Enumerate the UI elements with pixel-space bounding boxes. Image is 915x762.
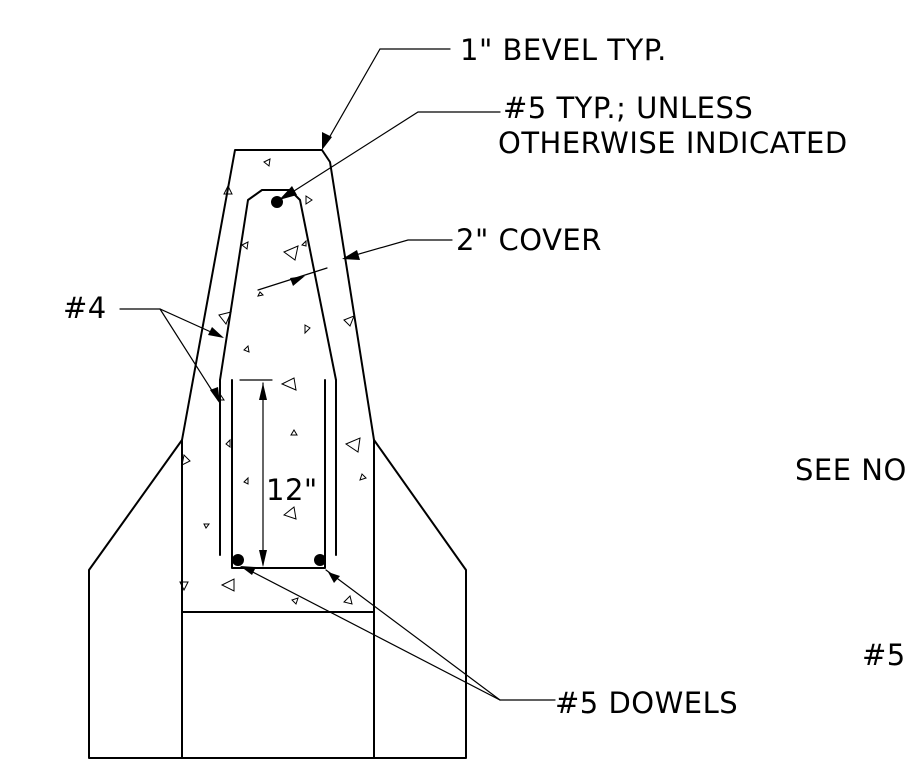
cover-dim-arrow — [290, 276, 305, 286]
leader-dowels — [242, 566, 556, 701]
label-bar4: #4 — [63, 291, 107, 325]
leader-dowels-arrow-a — [240, 566, 256, 575]
leader-bar5-arrow — [279, 186, 297, 200]
label-bevel: 1" BEVEL TYP. — [460, 33, 667, 67]
leader-cover — [344, 239, 453, 259]
dimension-arrow-bottom — [259, 550, 267, 567]
label-bar5-partial: #5 — [862, 638, 906, 672]
leader-dowels-arrow-b — [328, 572, 340, 583]
leader-bar4-arrow-a — [208, 327, 224, 338]
leader-bar4-second — [159, 308, 219, 401]
label-bar5-line1: #5 TYP.; UNLESS — [503, 91, 753, 125]
label-bar5-line2: OTHERWISE INDICATED — [498, 126, 848, 160]
aggregate-pattern — [179, 158, 367, 605]
label-see-note: SEE NO — [795, 453, 907, 487]
label-dowels: #5 DOWELS — [555, 686, 738, 720]
label-cover: 2" COVER — [456, 223, 602, 257]
u-bar — [231, 379, 326, 569]
barrier-outline — [181, 149, 375, 613]
leader-bevel-arrow — [322, 132, 332, 150]
dimension-arrow-top — [259, 383, 267, 400]
leader-bar4-arrow-b — [210, 387, 220, 404]
label-dimension: 12" — [266, 473, 318, 507]
rebar-dowel-right — [314, 554, 326, 566]
leader-dowels-second — [325, 569, 501, 701]
leader-cover-arrow — [342, 250, 360, 260]
footing-outline — [88, 439, 467, 759]
leader-bevel — [324, 48, 451, 146]
rebar-dowel-left — [232, 554, 244, 566]
leader-bar5 — [282, 111, 501, 199]
stirrup-cage — [219, 189, 337, 381]
leader-bar4 — [119, 308, 223, 338]
